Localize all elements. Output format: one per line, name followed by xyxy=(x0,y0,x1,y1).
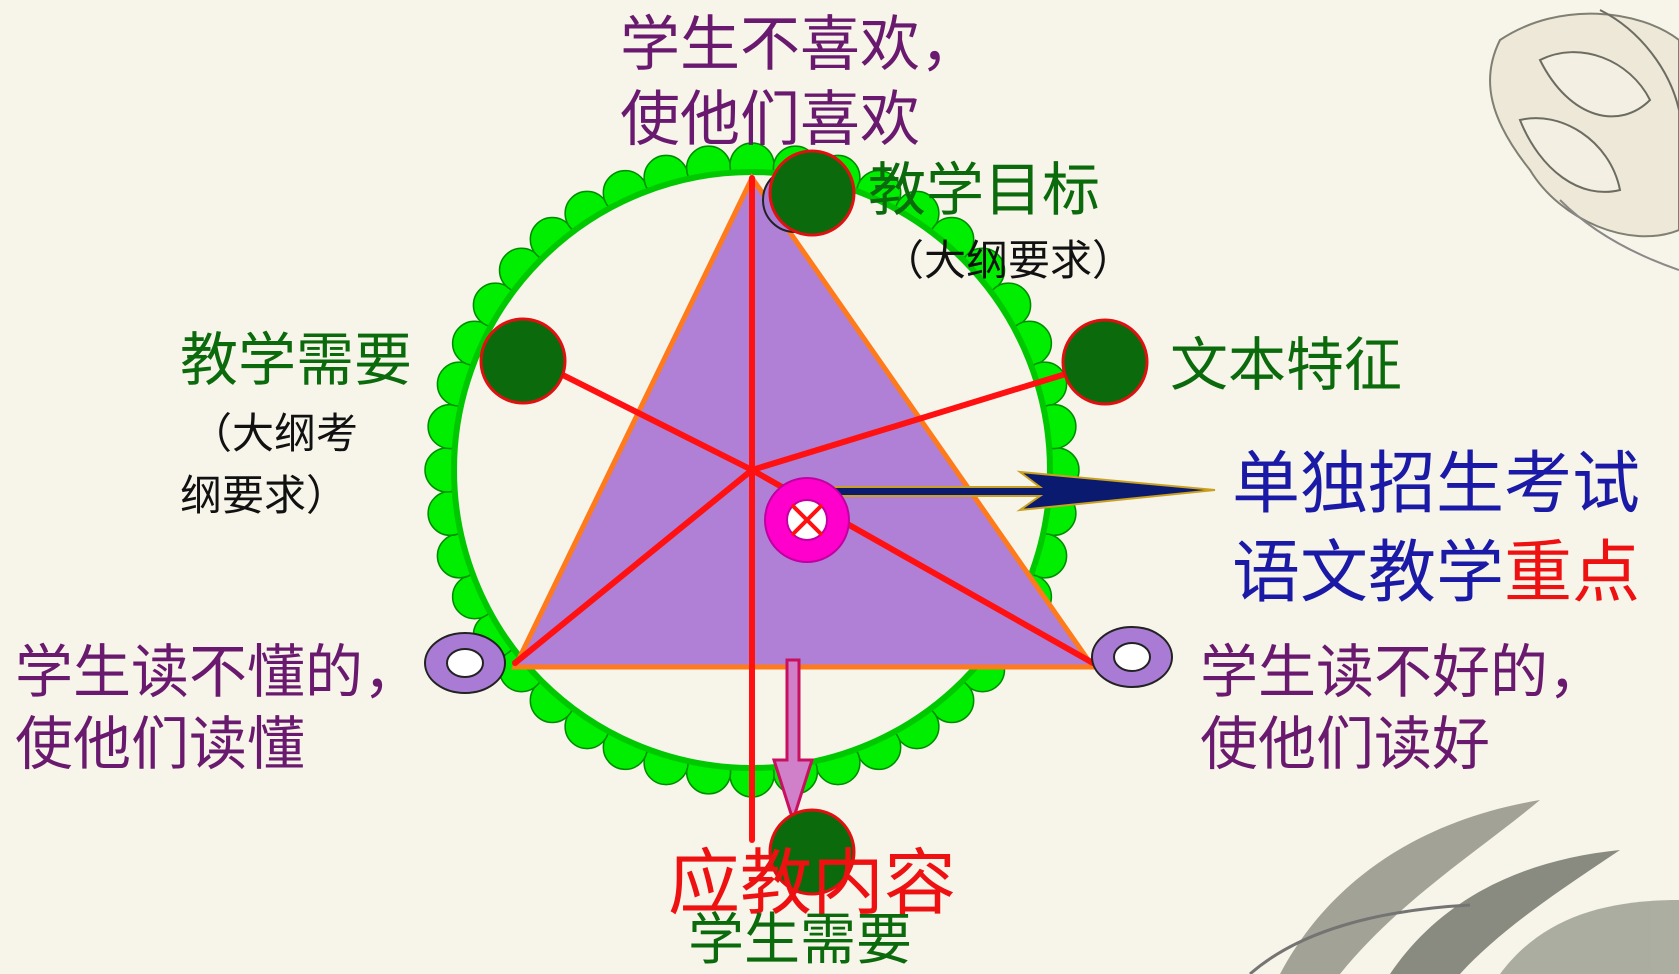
lotus-decoration xyxy=(1489,9,1679,271)
left-goal-line2: 使他们读懂 xyxy=(15,710,306,778)
nodes xyxy=(479,149,1149,896)
teaching-target-sub: （大纲要求） xyxy=(882,236,1135,285)
right-goal-line1: 学生读不好的， xyxy=(1200,638,1607,706)
exam-focus-highlight: 重点 xyxy=(1504,534,1641,613)
ring-right xyxy=(1091,626,1173,688)
left-goal-line1: 学生读不懂的， xyxy=(15,638,422,706)
hub xyxy=(764,477,850,563)
top-goal-line2: 使他们喜欢 xyxy=(620,85,920,155)
down-arrow xyxy=(771,658,815,825)
node-top xyxy=(768,149,856,237)
content-title: 应教内容 xyxy=(668,841,957,925)
orchid-decoration xyxy=(1249,800,1679,974)
node-left xyxy=(479,317,567,405)
teaching-need-sub1: （大纲考 xyxy=(190,409,359,458)
right-goal-line2: 使他们读好 xyxy=(1200,710,1491,778)
exam-focus-line2: 语文教学重点 xyxy=(1232,534,1641,613)
content-sub: 学生需要 xyxy=(688,908,912,973)
node-bottom xyxy=(768,808,856,896)
ring-left xyxy=(424,632,506,694)
teaching-target-title: 教学目标 xyxy=(868,156,1101,224)
node-right xyxy=(1061,318,1149,406)
text-feature-title: 文本特征 xyxy=(1170,331,1403,399)
top-goal-line1: 学生不喜欢， xyxy=(620,10,980,80)
exam-focus-line1: 单独招生考试 xyxy=(1232,445,1641,524)
teaching-need-title: 教学需要 xyxy=(180,326,413,394)
teaching-need-sub2: 纲要求） xyxy=(180,471,349,520)
right-arrow xyxy=(809,470,1216,512)
exam-focus-prefix: 语文教学 xyxy=(1232,534,1505,613)
